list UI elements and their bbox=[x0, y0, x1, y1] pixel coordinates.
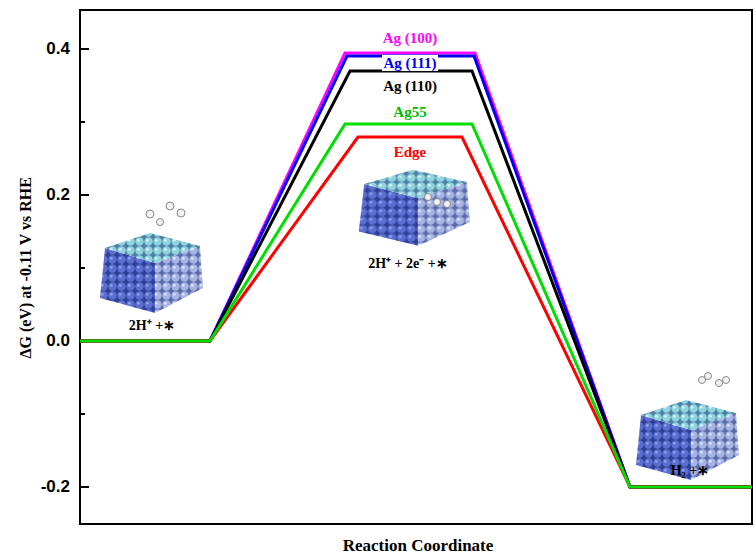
tick-label: 0.2 bbox=[46, 186, 70, 205]
tick-label: -0.2 bbox=[41, 478, 70, 497]
series-label: Ag (100) bbox=[381, 30, 440, 47]
silver-cluster bbox=[636, 373, 739, 481]
axis-title: ΔG (eV) at -0.11 V vs RHE bbox=[17, 177, 35, 358]
tick-label: 0.0 bbox=[46, 332, 70, 351]
axis-ticks bbox=[80, 49, 89, 487]
plot-frame bbox=[80, 10, 752, 524]
silver-cluster bbox=[359, 170, 470, 246]
series-label: Edge bbox=[392, 144, 429, 161]
series-label: Ag (110) bbox=[381, 78, 439, 95]
energy-paths bbox=[80, 53, 752, 487]
state-label: H₂ +∗ bbox=[671, 463, 710, 478]
series-label: Ag55 bbox=[391, 104, 428, 121]
state-label: 2H⁺ + 2e⁻ +∗ bbox=[368, 256, 448, 271]
series-label: Ag (111) bbox=[382, 55, 439, 72]
silver-cluster bbox=[100, 202, 203, 313]
axis-title: Reaction Coordinate bbox=[343, 537, 494, 556]
tick-label: 0.4 bbox=[46, 40, 70, 59]
state-label: 2H⁺ +∗ bbox=[129, 318, 175, 333]
